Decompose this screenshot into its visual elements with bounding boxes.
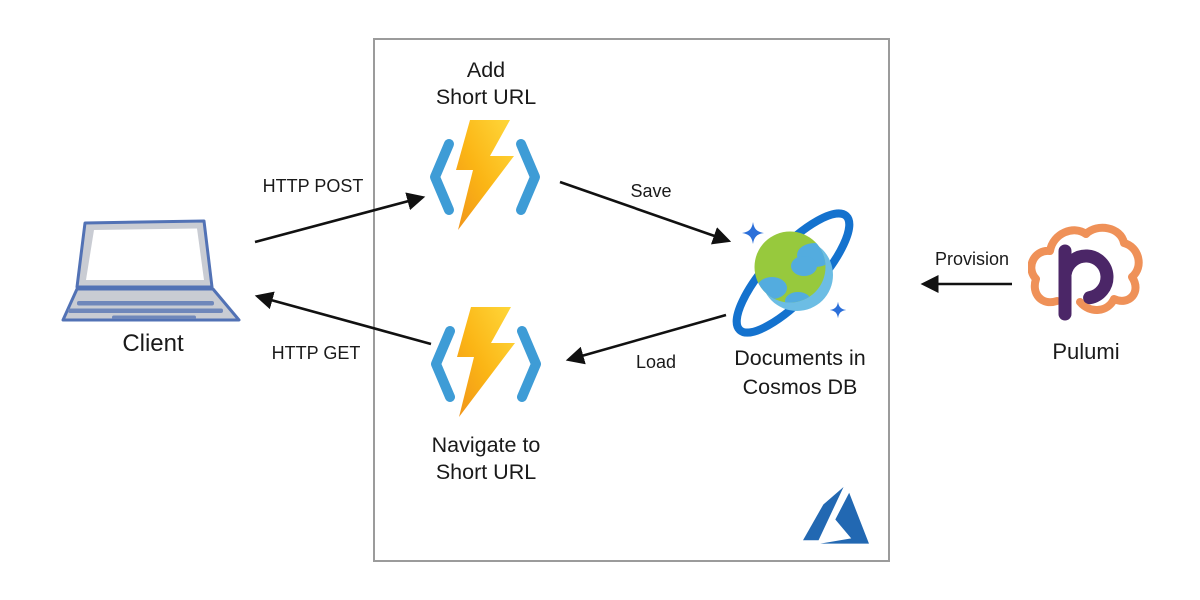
save-label: Save — [630, 181, 672, 201]
lightning-bolt-icon — [457, 307, 515, 417]
azure-functions-icon — [430, 120, 540, 230]
pulumi-cloud-icon — [1028, 223, 1143, 321]
http-get-label: HTTP GET — [271, 343, 361, 363]
azure-logo-icon — [803, 487, 869, 544]
laptop-icon — [61, 219, 241, 322]
azure-functions-icon — [431, 307, 541, 417]
load-label: Load — [635, 352, 677, 372]
http-post-label: HTTP POST — [262, 176, 364, 196]
cosmos-db-label: Documents in Cosmos DB — [734, 346, 866, 399]
sparkle-star-icon — [742, 222, 764, 244]
add-function-label: Add Short URL — [435, 58, 537, 109]
client-label: Client — [122, 330, 184, 357]
sparkle-star-icon — [829, 301, 847, 319]
lightning-bolt-icon — [456, 120, 514, 230]
pulumi-p-bowl — [1058, 249, 1114, 305]
cosmos-db-planet-icon — [732, 209, 854, 337]
provision-label: Provision — [934, 249, 1010, 269]
pulumi-label: Pulumi — [1052, 339, 1120, 364]
navigate-function-label: Navigate to Short URL — [431, 433, 541, 484]
